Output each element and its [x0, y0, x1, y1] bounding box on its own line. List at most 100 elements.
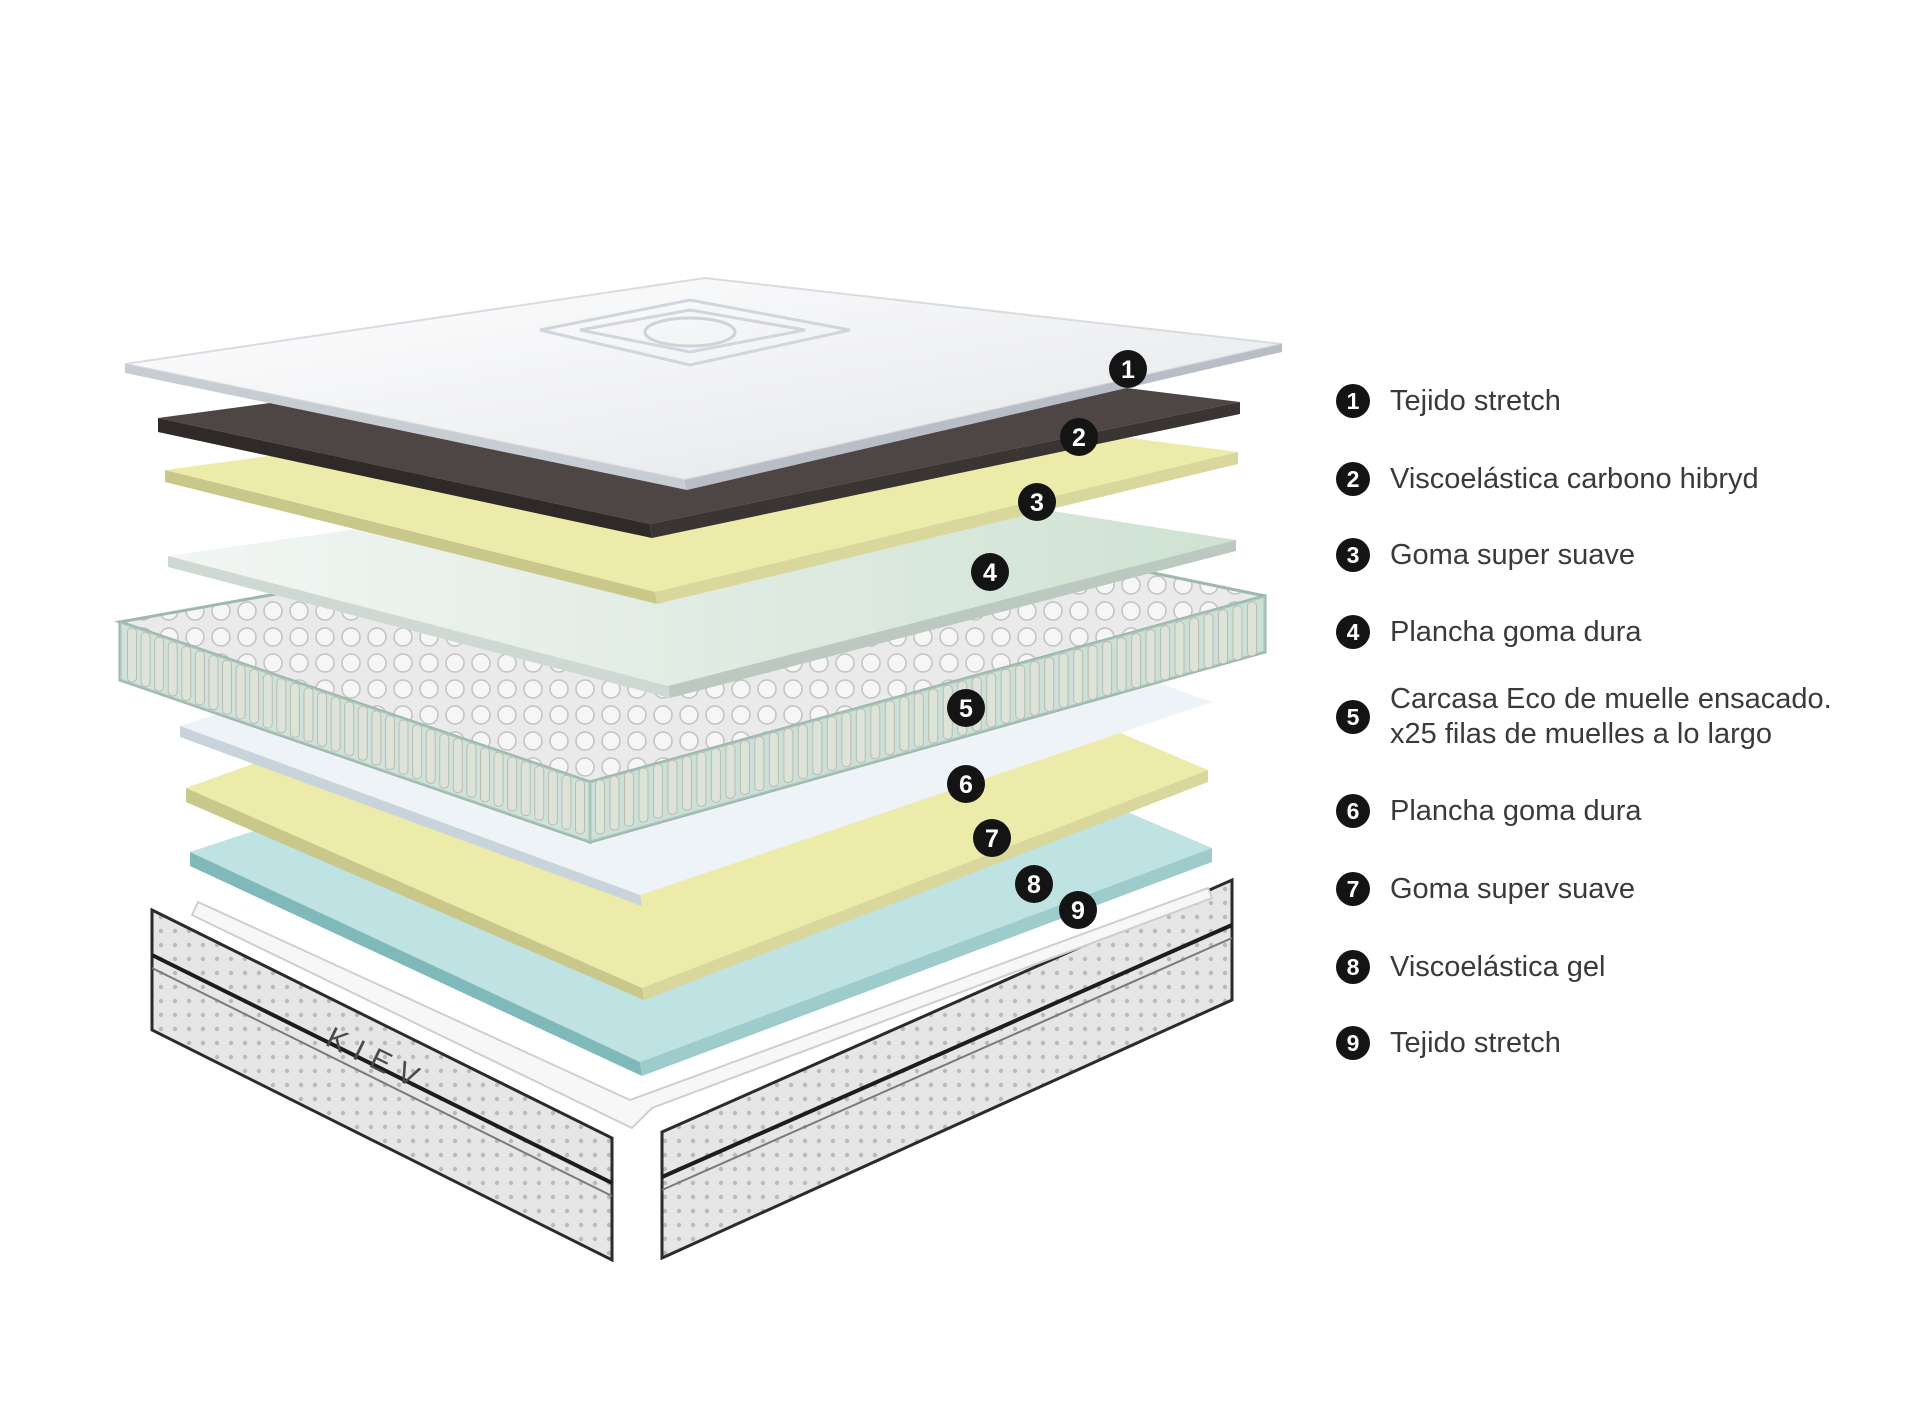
- legend-item-4: 4 Plancha goma dura: [1336, 615, 1642, 650]
- spring-icon: [466, 742, 477, 798]
- marker-5: 5: [947, 689, 985, 727]
- spring-icon: [249, 668, 260, 724]
- legend-label-5-line-1: Carcasa Eco de muelle ensacado.: [1390, 683, 1832, 715]
- legend-label-4: Plancha goma dura: [1390, 616, 1642, 648]
- legend-item-9: 9 Tejido stretch: [1336, 1026, 1561, 1061]
- spring-icon: [1247, 601, 1257, 657]
- marker-2: 2: [1060, 418, 1098, 456]
- spring-icon: [493, 751, 504, 807]
- legend-label-1: Tejido stretch: [1390, 385, 1561, 417]
- spring-icon: [667, 759, 678, 815]
- springs-left-row: [127, 627, 585, 835]
- spring-icon: [1015, 664, 1026, 720]
- spring-icon: [330, 696, 341, 752]
- spring-icon: [289, 682, 300, 738]
- spring-icon: [797, 724, 808, 780]
- legend-number-8: 8: [1336, 950, 1370, 984]
- marker-7: 7: [973, 819, 1011, 857]
- svg-text:8: 8: [1027, 871, 1041, 899]
- spring-icon: [371, 710, 382, 766]
- spring-icon: [1218, 609, 1229, 665]
- marker-3: 3: [1018, 483, 1056, 521]
- spring-icon: [425, 728, 436, 784]
- legend-label-9: Tejido stretch: [1390, 1027, 1561, 1059]
- spring-icon: [194, 650, 205, 706]
- spring-icon: [595, 779, 605, 835]
- marker-1: 1: [1109, 350, 1147, 388]
- spring-icon: [181, 645, 192, 701]
- svg-text:6: 6: [959, 771, 973, 799]
- legend-item-7: 7 Goma super suave: [1336, 872, 1635, 907]
- spring-icon: [1174, 621, 1185, 677]
- legend-label-8: Viscoelástica gel: [1390, 951, 1606, 983]
- spring-icon: [1116, 637, 1127, 693]
- spring-icon: [452, 738, 463, 794]
- spring-icon: [1073, 648, 1084, 704]
- spring-icon: [841, 712, 852, 768]
- legend-label-7: Goma super suave: [1390, 873, 1636, 905]
- spring-icon: [384, 715, 395, 771]
- spring-icon: [725, 743, 736, 799]
- legend-label-6: Plancha goma dura: [1390, 795, 1642, 827]
- spring-icon: [1145, 629, 1156, 685]
- spring-icon: [412, 724, 423, 780]
- svg-text:3: 3: [1030, 489, 1044, 517]
- legend-item-8: 8 Viscoelástica gel: [1336, 950, 1605, 985]
- spring-icon: [1203, 613, 1214, 669]
- legend-item-6: 6 Plancha goma dura: [1336, 794, 1642, 829]
- spring-icon: [1102, 641, 1113, 697]
- spring-icon: [1232, 605, 1243, 661]
- spring-icon: [1058, 652, 1069, 708]
- legend-item-1: 1 Tejido stretch: [1336, 384, 1561, 419]
- top-fabric-center-emblem: [643, 316, 737, 348]
- spring-icon: [609, 775, 620, 831]
- svg-text:4: 4: [983, 559, 997, 587]
- spring-icon: [262, 673, 273, 729]
- spring-icon: [1029, 660, 1040, 716]
- spring-icon: [357, 705, 368, 761]
- spring-icon: [739, 739, 750, 795]
- legend-label-5-line-2: x25 filas de muelles a lo largo: [1390, 718, 1773, 750]
- legend-number-7: 7: [1336, 872, 1370, 906]
- spring-icon: [439, 733, 450, 789]
- spring-icon: [696, 751, 707, 807]
- spring-icon: [575, 779, 585, 835]
- spring-icon: [1189, 617, 1200, 673]
- marker-4: 4: [971, 553, 1009, 591]
- layer-9-bottom-fabric: [190, 886, 1214, 1130]
- spring-icon: [884, 700, 895, 756]
- svg-text:7: 7: [985, 825, 999, 853]
- legend-number-5: 5: [1336, 700, 1370, 734]
- legend-number-9: 9: [1336, 1026, 1370, 1060]
- legend-item-2: 2 Viscoelástica carbono hibryd: [1336, 462, 1759, 497]
- spring-icon: [638, 767, 649, 823]
- spring-icon: [986, 672, 997, 728]
- legend-item-3: 3 Goma super suave: [1336, 538, 1635, 573]
- marker-9: 9: [1059, 891, 1097, 929]
- spring-icon: [344, 701, 355, 757]
- spring-icon: [140, 632, 151, 688]
- spring-icon: [1131, 633, 1142, 689]
- legend-item-5: 5 Carcasa Eco de muelle ensacado. x25 fi…: [1336, 682, 1832, 752]
- spring-icon: [303, 687, 314, 743]
- springs-right-row: [595, 601, 1257, 835]
- legend-label-2: Viscoelástica carbono hibryd: [1390, 463, 1759, 495]
- legend-label-3: Goma super suave: [1390, 539, 1636, 571]
- spring-icon: [534, 765, 545, 821]
- spring-icon: [222, 659, 233, 715]
- svg-text:2: 2: [1072, 424, 1086, 452]
- svg-text:1: 1: [1121, 356, 1135, 384]
- spring-icon: [681, 755, 692, 811]
- spring-icon: [479, 747, 490, 803]
- spring-icon: [855, 708, 866, 764]
- spring-icon: [783, 728, 794, 784]
- legend-number-1: 1: [1336, 384, 1370, 418]
- spring-icon: [768, 732, 779, 788]
- spring-icon: [928, 688, 939, 744]
- spring-icon: [208, 655, 219, 711]
- legend-number-2: 2: [1336, 462, 1370, 496]
- spring-icon: [710, 747, 721, 803]
- spring-icon: [754, 735, 765, 791]
- legend-number-3: 3: [1336, 538, 1370, 572]
- spring-icon: [317, 691, 328, 747]
